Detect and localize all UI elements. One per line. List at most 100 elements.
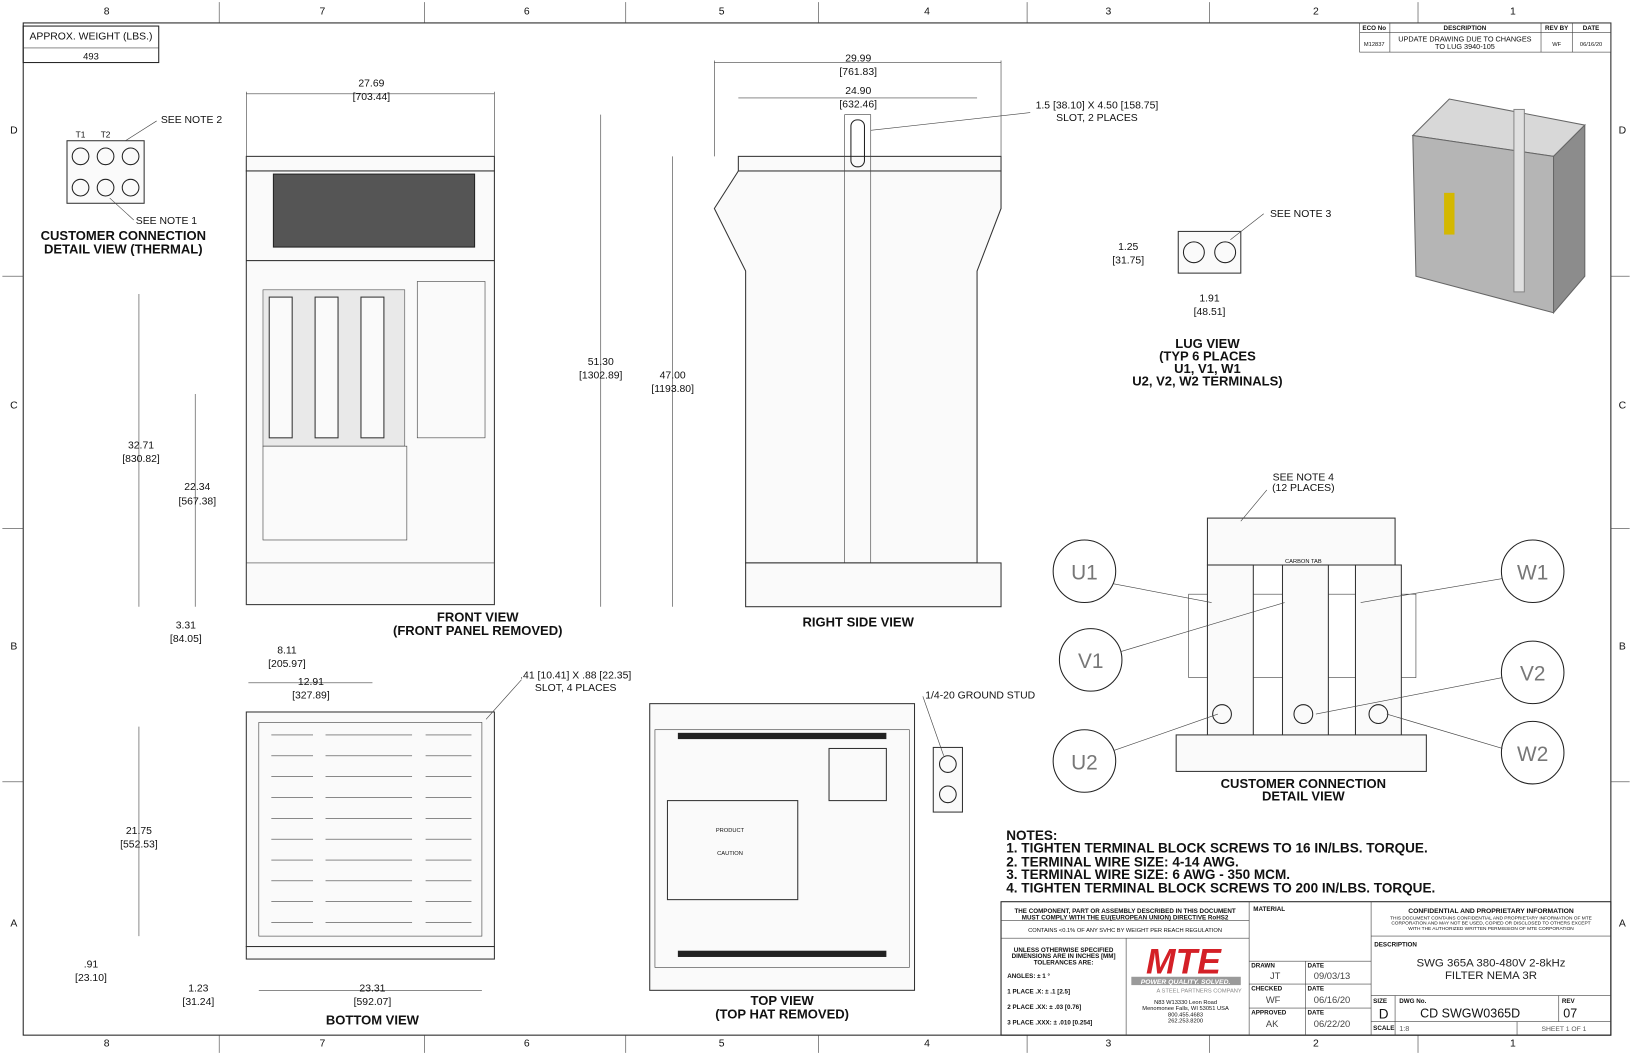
note-item: 3. TERMINAL WIRE SIZE: 6 AWG - 350 MCM. <box>1006 867 1290 882</box>
lug-view-sub: U1, V1, W1 <box>1174 361 1241 376</box>
weight-box: APPROX. WEIGHT (LBS.) 493 <box>22 25 160 64</box>
zone-col: 3 <box>1106 1039 1112 1050</box>
zone-col: 6 <box>524 1039 530 1050</box>
dim: [48.51] <box>1194 307 1226 318</box>
slot-callout: .41 [10.41] X .88 [22.35] <box>520 671 631 682</box>
rev-header-desc: DESCRIPTION <box>1444 25 1487 32</box>
tolerance-note: UNLESS OTHERWISE SPECIFIED <box>1014 947 1114 954</box>
weight-label: APPROX. WEIGHT (LBS.) <box>29 32 152 43</box>
dim: [1193.80] <box>651 384 694 395</box>
front-view-subtitle: (FRONT PANEL REMOVED) <box>393 623 562 638</box>
see-note-4-sub: (12 PLACES) <box>1272 483 1334 494</box>
size-label: SIZE <box>1373 998 1387 1005</box>
zone-col: 2 <box>1313 1039 1319 1050</box>
top-view-title: TOP VIEW <box>751 993 815 1008</box>
dim: [830.82] <box>122 454 160 465</box>
approved-by: AK <box>1266 1019 1279 1029</box>
lug-view-title: LUG VIEW <box>1175 336 1240 351</box>
description-line-1: SWG 365A 380-480V 2-8kHz <box>1417 957 1566 969</box>
zone-col: 4 <box>924 7 930 18</box>
dwg-no-label: DWG No. <box>1399 998 1426 1005</box>
see-note-4: SEE NOTE 4 <box>1273 473 1335 484</box>
note-item: 1. TIGHTEN TERMINAL BLOCK SCREWS TO 16 I… <box>1006 841 1427 856</box>
zone-row: D <box>1619 125 1627 136</box>
tolerance-2place: 2 PLACE .XX: ± .03 [0.76] <box>1007 1004 1081 1011</box>
terminal-v2: V2 <box>1520 663 1545 686</box>
bottom-view: 21.75 [552.53] .91 [23.10] 1.23 [31.24] … <box>75 671 631 1028</box>
zone-col: 7 <box>320 7 326 18</box>
slot-callout-sub: SLOT, 2 PLACES <box>1056 113 1138 124</box>
bottom-view-title: BOTTOM VIEW <box>326 1013 420 1028</box>
logo-tagline: POWER QUALITY. SOLVED. <box>1141 979 1231 986</box>
t2-label: T2 <box>101 130 111 140</box>
address-line: 262.253.8200 <box>1168 1019 1203 1025</box>
rohs-statement: THE COMPONENT, PART OR ASSEMBLY DESCRIBE… <box>1014 908 1235 915</box>
logo-parent: A STEEL PARTNERS COMPANY <box>1156 988 1241 994</box>
lug-view-sub: U2, V2, W2 TERMINALS) <box>1132 374 1282 389</box>
date-label: DATE <box>1308 962 1325 969</box>
dim: 1.23 <box>188 983 208 994</box>
checked-date: 06/16/20 <box>1314 995 1350 1005</box>
slot-callout: 1.5 [38.10] X 4.50 [158.75] <box>1036 100 1159 111</box>
caution-label: CAUTION <box>717 851 743 857</box>
zone-col: 7 <box>320 1039 326 1050</box>
thermal-detail-subtitle: DETAIL VIEW (THERMAL) <box>44 241 203 256</box>
rev-desc-1: UPDATE DRAWING DUE TO CHANGES <box>1398 35 1531 44</box>
zone-row: C <box>10 401 18 412</box>
zone-row: A <box>1619 919 1626 930</box>
zone-col: 6 <box>524 7 530 18</box>
dim: 21.75 <box>126 826 152 837</box>
dim: [1302.89] <box>579 370 623 381</box>
zone-col: 5 <box>719 7 725 18</box>
dim: [703.44] <box>353 92 391 103</box>
connection-detail-view: CARBON TAB SEE NOTE 4 (12 PLACES) U1 V1 … <box>1052 473 1565 804</box>
checked-by: WF <box>1266 995 1281 1005</box>
rohs-statement-2: MUST COMPLY WITH THE EU(EUROPEAN UNION) … <box>1022 914 1229 921</box>
approved-label: APPROVED <box>1251 1009 1287 1016</box>
sheet-size: D <box>1379 1006 1389 1021</box>
front-view-title: FRONT VIEW <box>437 609 519 624</box>
see-note-3: SEE NOTE 3 <box>1270 209 1332 220</box>
address-line: N83 W13330 Leon Road <box>1154 1000 1217 1006</box>
checked-label: CHECKED <box>1251 985 1282 992</box>
description-label: DESCRIPTION <box>1374 942 1417 949</box>
drawn-date: 09/03/13 <box>1314 971 1350 981</box>
lug-view-sub: (TYP 6 PLACES <box>1159 349 1256 364</box>
right-view-title: RIGHT SIDE VIEW <box>803 615 915 630</box>
rev-desc-2: TO LUG 3940-105 <box>1435 42 1495 51</box>
weight-value: 493 <box>83 51 99 61</box>
dim: 51.30 <box>588 357 614 368</box>
rev-header-by: REV BY <box>1545 25 1569 32</box>
dim: 23.31 <box>359 983 385 994</box>
mte-logo: MTE <box>1146 942 1222 982</box>
rev-label: REV <box>1562 998 1576 1005</box>
sheet-border <box>22 22 1612 1036</box>
description-line-2: FILTER NEMA 3R <box>1445 970 1537 982</box>
zone-col: 1 <box>1510 7 1516 18</box>
top-view-subtitle: (TOP HAT REMOVED) <box>715 1006 849 1021</box>
reach-statement: CONTAINS <0.1% OF ANY SVHC BY WEIGHT PER… <box>1028 928 1222 934</box>
confidential-text: CORPORATION AND MAY NOT BE USED, COPIED … <box>1391 921 1590 927</box>
dim: 3.31 <box>176 621 196 632</box>
material-label: MATERIAL <box>1253 906 1285 913</box>
dim: [31.24] <box>182 997 214 1008</box>
date-label: DATE <box>1308 985 1325 992</box>
terminal-u1: U1 <box>1071 562 1098 585</box>
tolerance-angles: ANGLES: ± 1 ° <box>1007 973 1050 980</box>
zone-col: 5 <box>719 1039 725 1050</box>
zone-col: 8 <box>104 7 110 18</box>
zone-col: 4 <box>924 1039 930 1050</box>
rev-header-eco: ECO No <box>1362 25 1386 32</box>
ground-stud-callout: 1/4-20 GROUND STUD <box>925 690 1035 701</box>
lug-view: SEE NOTE 3 1.25 [31.75] 1.91 [48.51] LUG… <box>1112 209 1331 389</box>
rev-date: 06/16/20 <box>1580 42 1602 48</box>
product-label: PRODUCT <box>716 828 745 834</box>
revision-number: 07 <box>1563 1006 1577 1020</box>
terminal-v1: V1 <box>1078 650 1103 673</box>
zone-row: B <box>10 641 17 652</box>
dim: 1.25 <box>1118 242 1138 253</box>
dim: 29.99 <box>845 54 871 65</box>
title-block: THE COMPONENT, PART OR ASSEMBLY DESCRIBE… <box>1000 901 1612 1036</box>
top-view: PRODUCT CAUTION 1/4-20 GROUND STUD TOP V… <box>649 690 1036 1021</box>
